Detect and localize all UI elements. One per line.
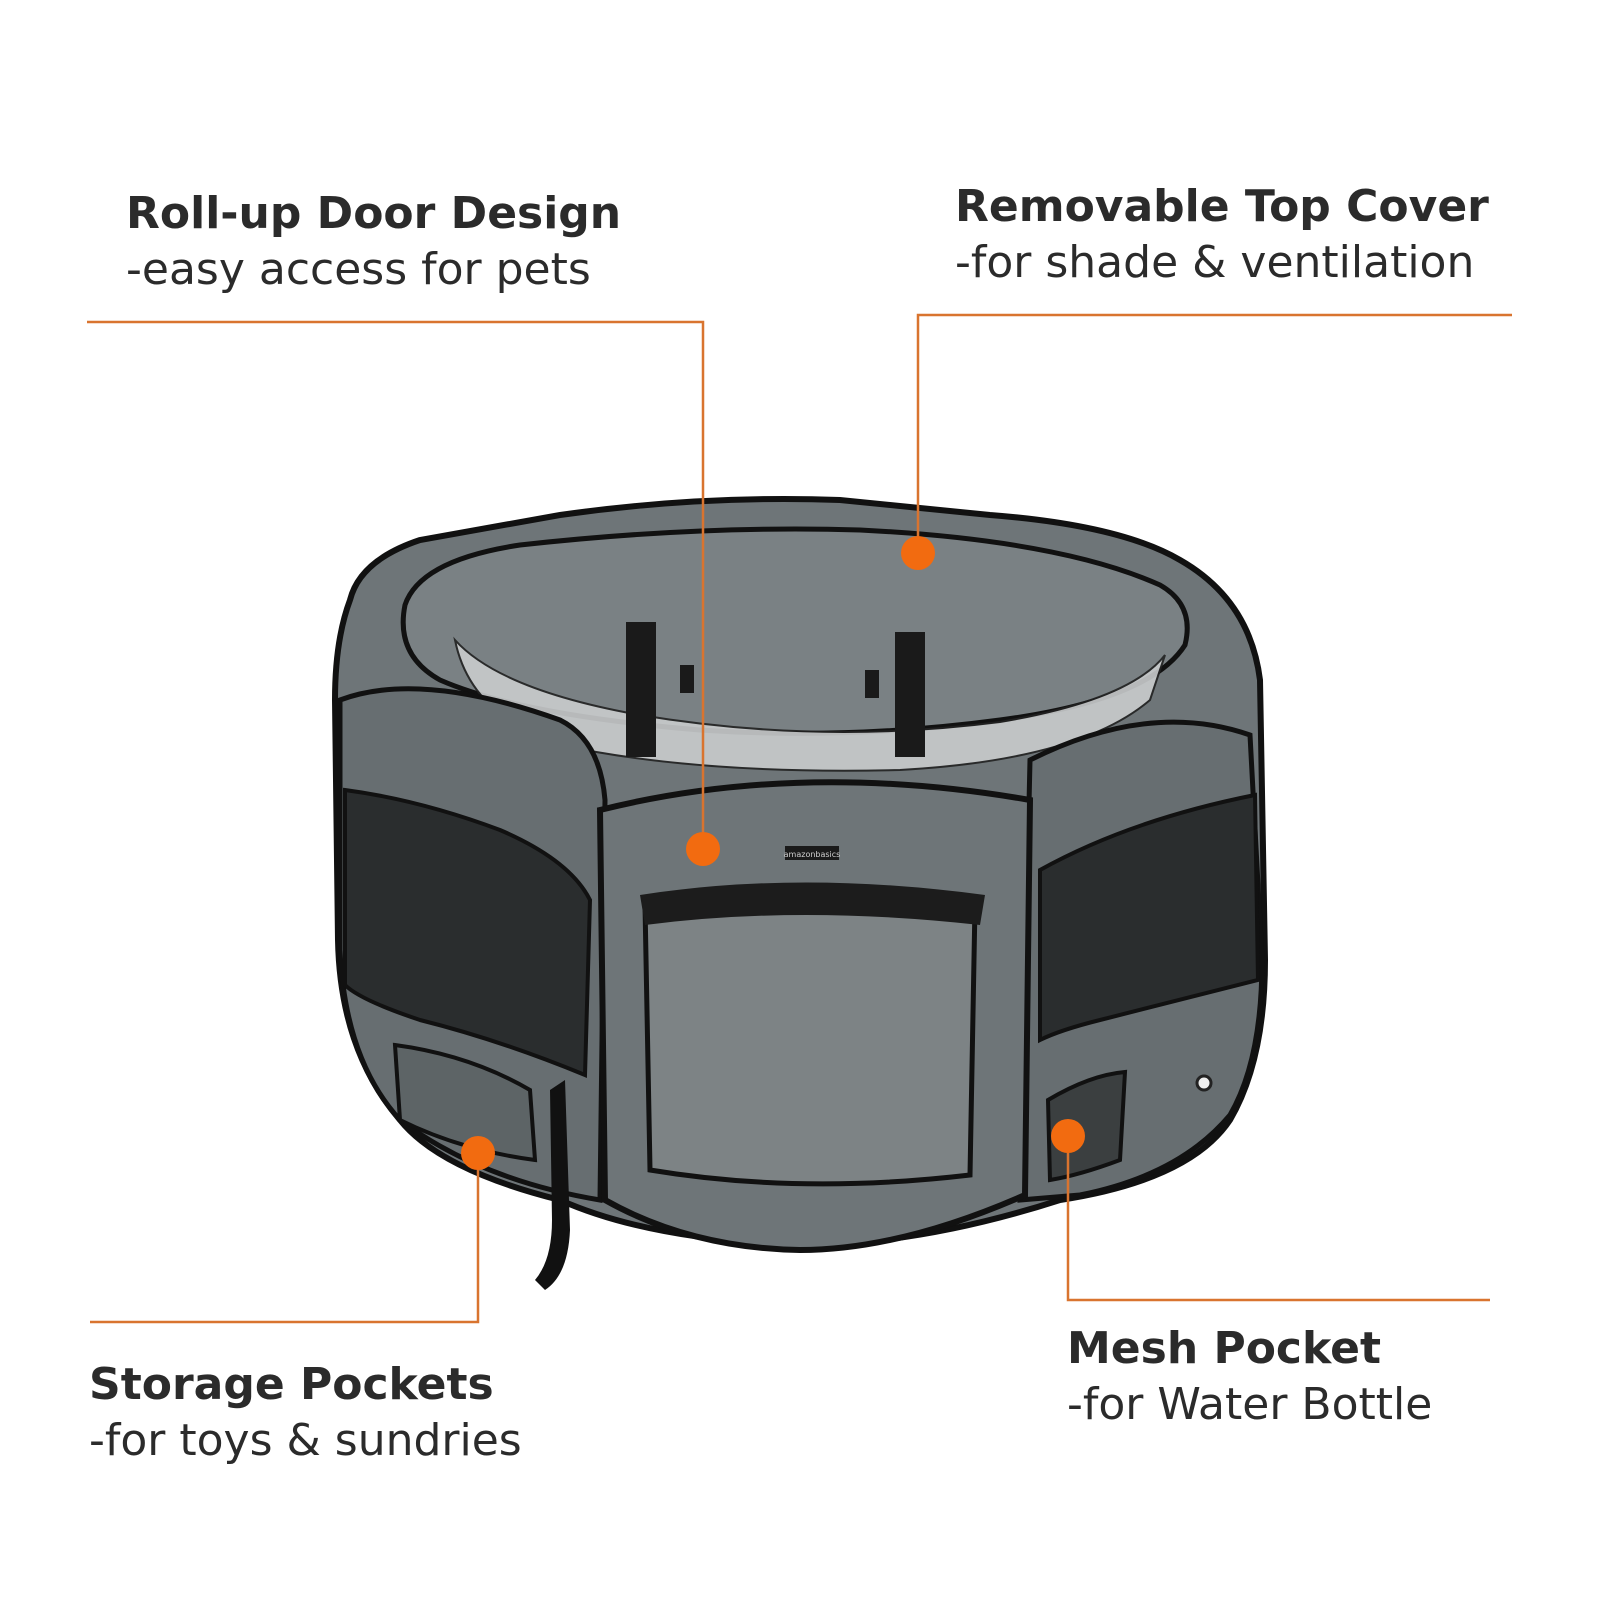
rolled-door-flap — [640, 882, 985, 925]
callout-lines — [87, 313, 1512, 1324]
playpen-body: amazonbasics — [331, 496, 1269, 1290]
cover-strap-left — [626, 622, 656, 757]
left-storage-pocket — [392, 1042, 538, 1163]
roll-up-door — [642, 892, 978, 1187]
feature-storage-pockets: Storage Pockets -for toys & sundries — [89, 1357, 522, 1469]
callout-dot-cover — [901, 536, 935, 570]
cover-strap-right — [895, 632, 925, 757]
callout-line-storage — [90, 1153, 480, 1324]
feature-title: Mesh Pocket — [1067, 1323, 1381, 1374]
feature-mesh-pocket: Mesh Pocket -for Water Bottle — [1067, 1321, 1432, 1433]
left-strap — [535, 1080, 570, 1290]
right-mesh-window — [1038, 792, 1261, 1044]
callout-dots — [461, 536, 1085, 1170]
right-grommet — [1195, 1074, 1213, 1092]
brand-tag-text: amazonbasics — [784, 850, 841, 859]
callout-line-door — [87, 320, 705, 849]
feature-subtitle: -for toys & sundries — [89, 1415, 522, 1466]
callout-dot-door — [686, 832, 720, 866]
brand-tag — [785, 846, 839, 860]
left-mesh-window — [343, 787, 593, 1078]
feature-top-cover: Removable Top Cover -for shade & ventila… — [955, 179, 1489, 291]
cover-strap-mid-left — [680, 665, 694, 693]
feature-title: Removable Top Cover — [955, 181, 1489, 232]
feature-subtitle: -easy access for pets — [126, 244, 591, 295]
feature-roll-up-door: Roll-up Door Design -easy access for pet… — [126, 186, 621, 298]
callout-dot-mesh — [1051, 1119, 1085, 1153]
callout-line-mesh — [1066, 1136, 1490, 1302]
cover-strap-mid-right — [865, 670, 879, 698]
callout-dot-storage — [461, 1136, 495, 1170]
callout-line-cover — [916, 313, 1512, 553]
feature-title: Roll-up Door Design — [126, 188, 622, 239]
feature-subtitle: -for shade & ventilation — [955, 237, 1475, 288]
feature-title: Storage Pockets — [89, 1359, 494, 1410]
feature-subtitle: -for Water Bottle — [1067, 1379, 1433, 1430]
